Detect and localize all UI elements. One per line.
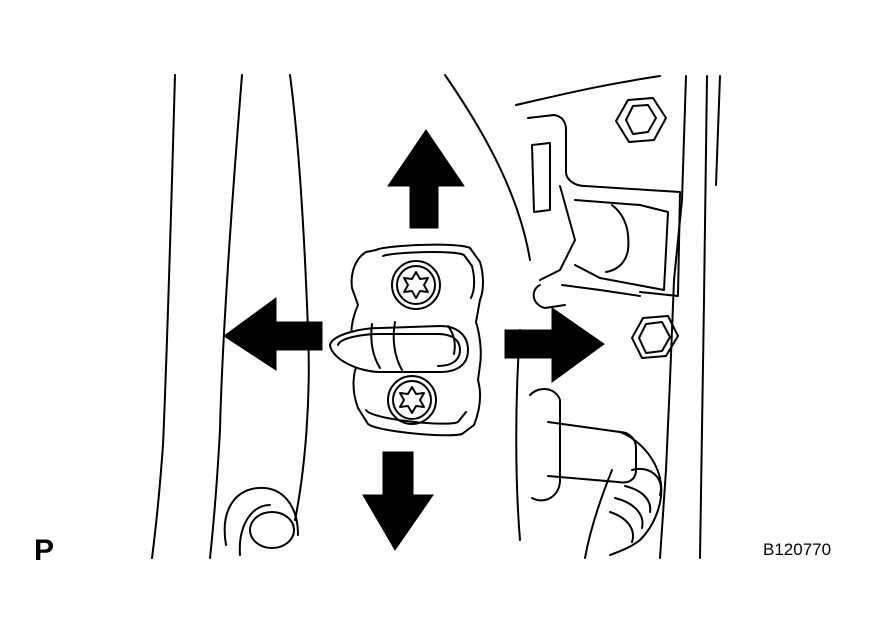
door-lock-striker <box>329 243 484 437</box>
arrow-up-icon <box>387 129 465 229</box>
panel-clip <box>223 486 299 556</box>
hinge-assembly <box>527 114 681 309</box>
door-panel-edges <box>151 74 531 559</box>
door-check-link <box>529 388 663 556</box>
figure-code: B120770 <box>763 540 832 559</box>
body-pillar <box>515 75 721 559</box>
arrow-right-icon <box>504 307 605 383</box>
arrow-left-icon <box>223 297 323 371</box>
corner-letter: P <box>34 534 55 567</box>
torx-bolt-icon <box>387 260 441 425</box>
arrow-down-icon <box>362 451 434 551</box>
hex-bolt-icon <box>615 97 679 359</box>
